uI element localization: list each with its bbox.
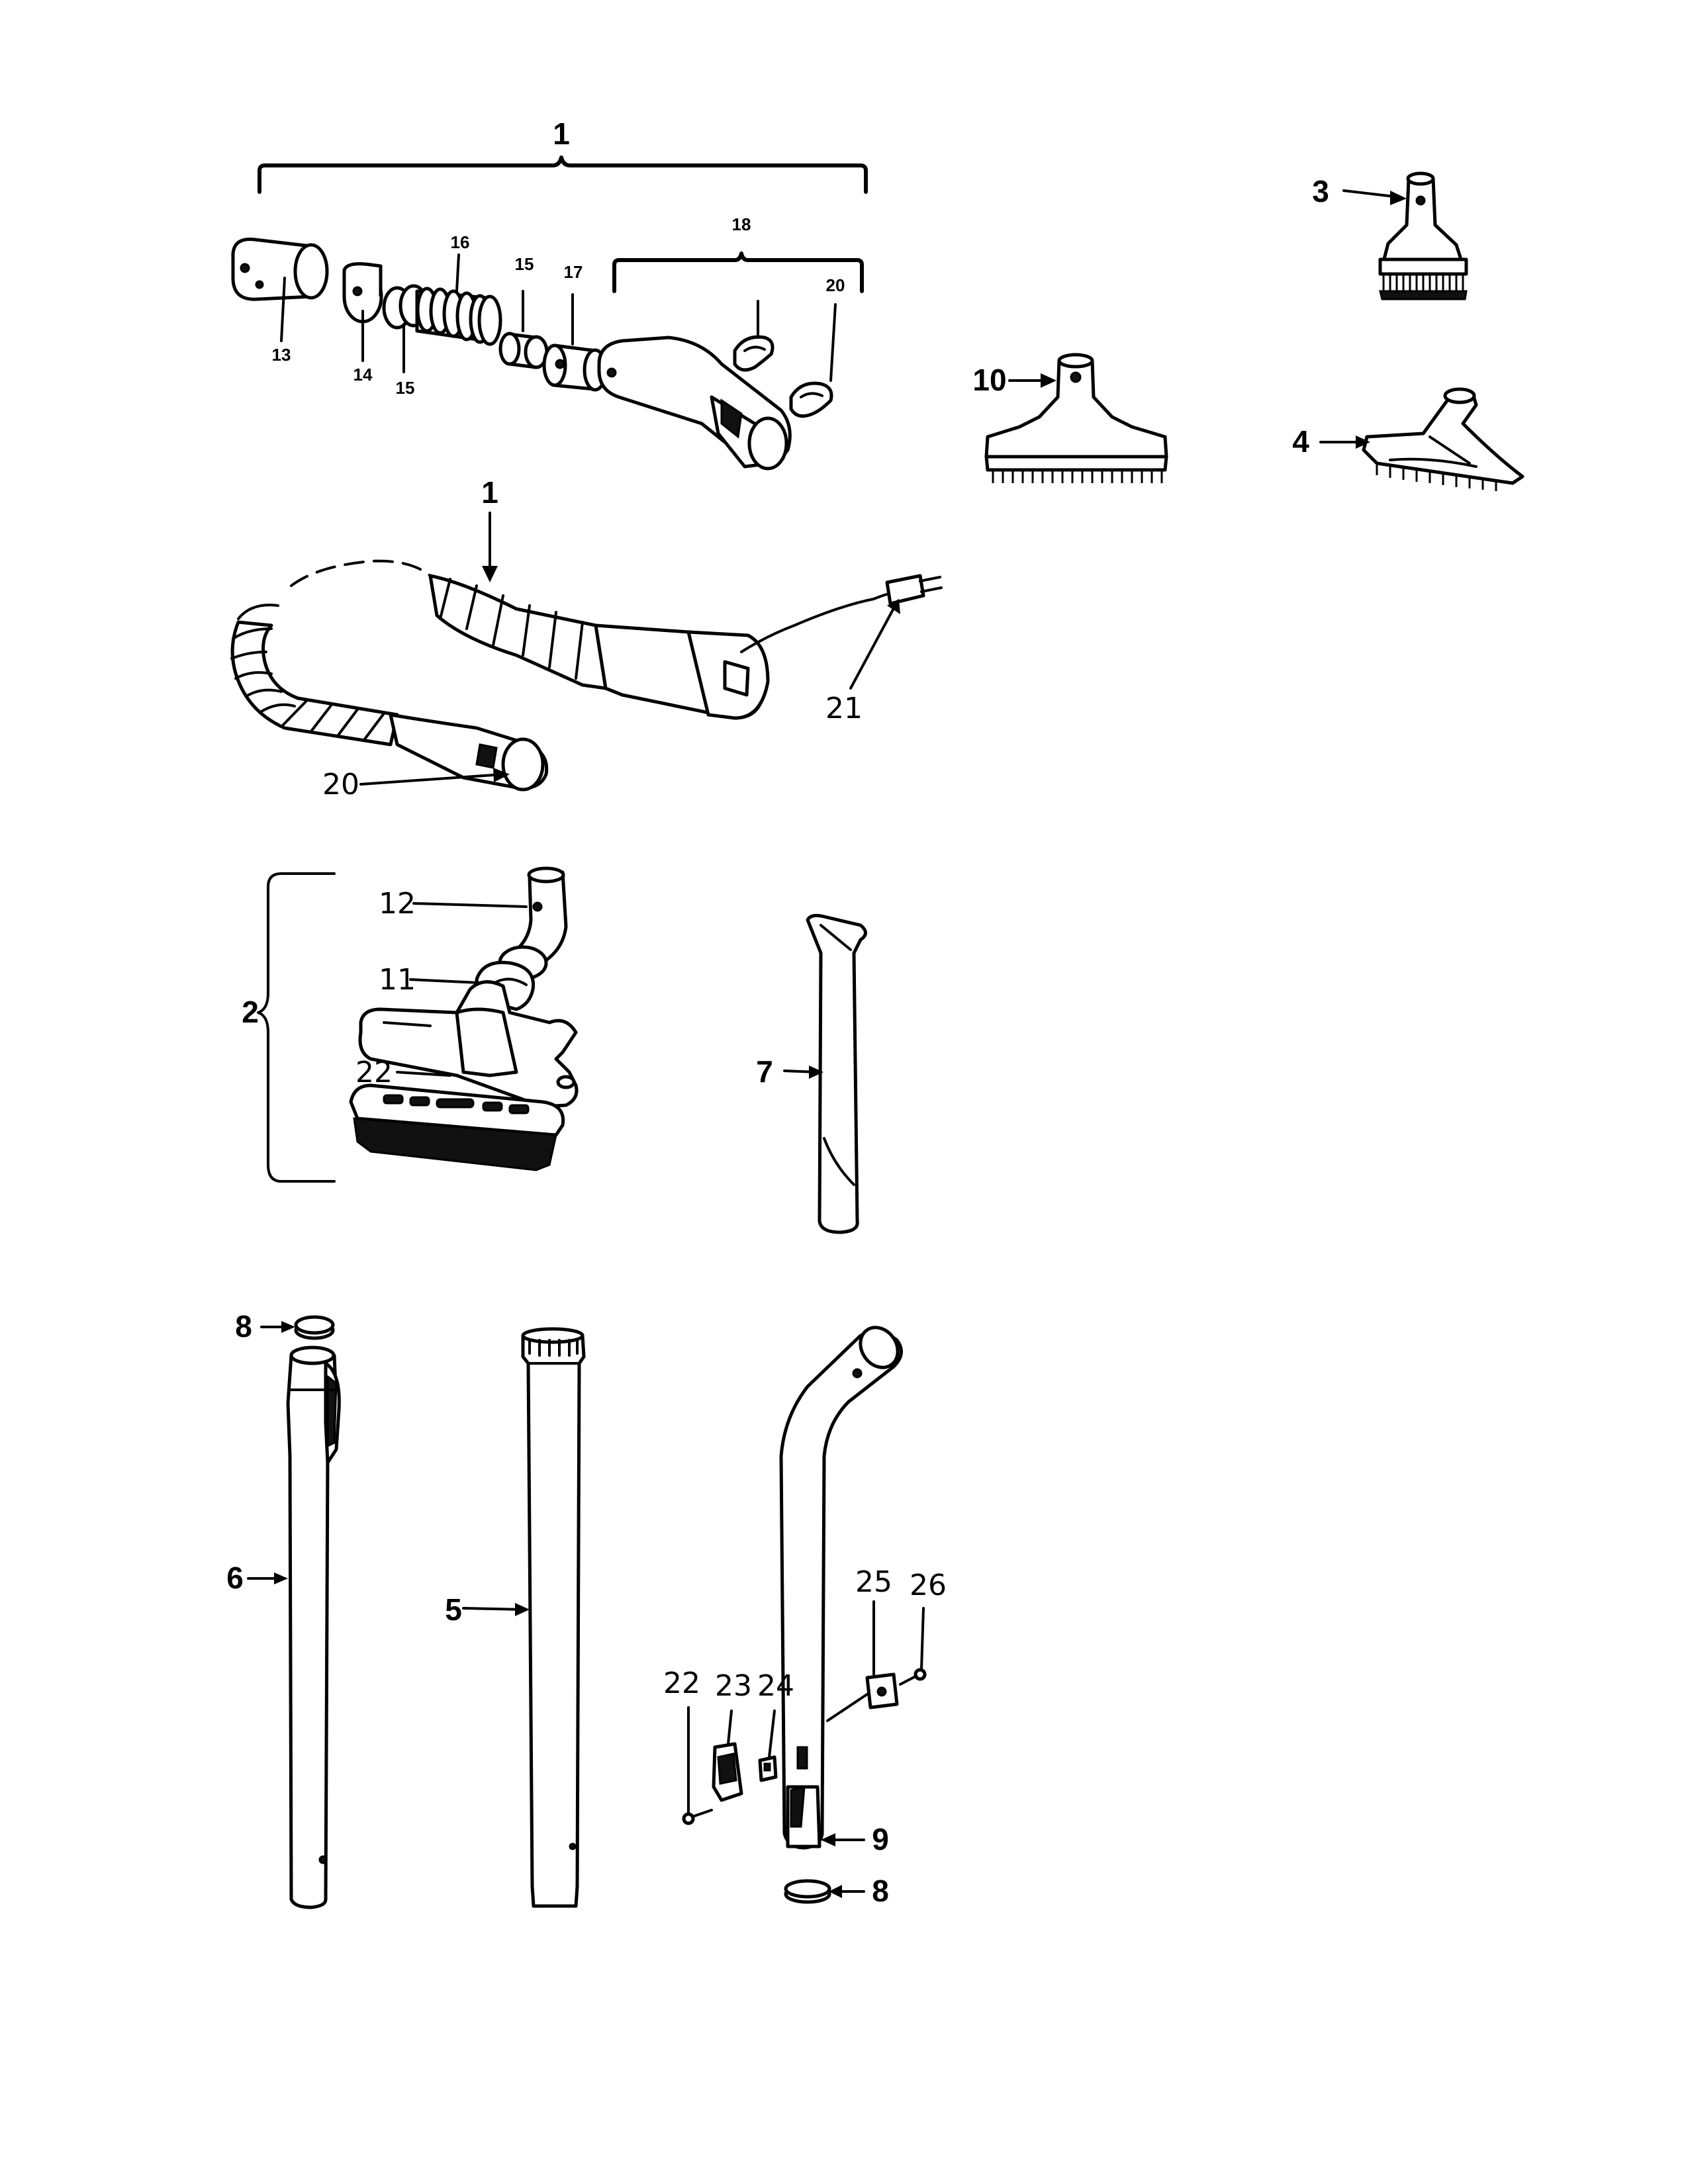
label-5: 5 (445, 1592, 462, 1627)
label-17: 17 (564, 262, 583, 282)
hose-ring-15-upper (498, 332, 549, 369)
hose-body (230, 574, 770, 792)
arrowhead-1-hose (482, 566, 498, 582)
label-9: 9 (872, 1822, 889, 1856)
arrowhead-6 (274, 1572, 288, 1584)
label-22-brush: 22 (355, 1056, 393, 1089)
cord-plug (885, 574, 943, 606)
label-7: 7 (756, 1054, 773, 1089)
label-14: 14 (353, 365, 373, 385)
curved-wand-9 (779, 1326, 903, 1850)
screw-22 (682, 1809, 713, 1825)
leader-13 (280, 277, 286, 342)
label-23: 23 (715, 1669, 752, 1703)
arrowhead-8-top (281, 1321, 295, 1333)
hose-exploded-group: 1 13 14 15 (231, 116, 868, 471)
hose-ring-15-lower (382, 284, 429, 330)
label-16: 16 (451, 232, 470, 252)
arrowhead-3 (1390, 191, 1407, 205)
label-15-lower: 15 (396, 378, 415, 398)
bracket-18 (612, 251, 864, 293)
arrowhead-21 (887, 599, 900, 614)
label-10: 10 (972, 363, 1006, 397)
label-4: 4 (1292, 424, 1309, 459)
leader-20-clip (829, 303, 837, 382)
hose-handle-18 (597, 336, 792, 471)
label-12: 12 (379, 887, 416, 921)
label-3: 3 (1312, 174, 1329, 208)
label-15-upper: 15 (515, 254, 534, 274)
upholstery-nozzle-10 (984, 353, 1168, 483)
assembly-bracket-1 (258, 156, 868, 194)
arrowhead-9 (821, 1833, 835, 1846)
crevice-tool-7 (806, 913, 867, 1234)
label-20-hose: 20 (322, 768, 359, 801)
bracket-2 (257, 872, 336, 1183)
hose-complete-group: 1 21 20 (230, 475, 943, 801)
label-20-clip: 20 (826, 275, 845, 295)
wand-straight-6 (286, 1345, 341, 1909)
handle-clip-19 (733, 335, 774, 372)
leader-22-brush (396, 1071, 451, 1077)
leader-26 (920, 1607, 925, 1670)
screw-26 (899, 1668, 927, 1686)
power-cord (740, 591, 898, 653)
wand-plain-5 (521, 1327, 586, 1908)
bracket-25 (826, 1672, 899, 1722)
arrow-21 (849, 601, 898, 690)
wand-ring-8-top (294, 1315, 335, 1340)
hose-inlet-13 (231, 238, 329, 301)
label-26: 26 (910, 1569, 947, 1602)
label-21: 21 (825, 692, 863, 725)
label-1-hose: 1 (481, 475, 498, 510)
dusting-brush-3 (1378, 171, 1468, 300)
arrow-20-hose (359, 773, 504, 786)
label-6: 6 (226, 1561, 244, 1595)
label-18: 18 (732, 214, 751, 234)
arrowhead-10 (1041, 373, 1056, 388)
label-22-screw: 22 (663, 1666, 700, 1700)
floor-brush-head (358, 980, 579, 1109)
label-8-bottom: 8 (872, 1874, 889, 1908)
latch-spring-24 (758, 1755, 778, 1782)
arrowhead-8-bottom (829, 1885, 842, 1898)
hose-flex-16 (415, 287, 502, 346)
wand-ring-8-bottom (784, 1879, 831, 1904)
label-25: 25 (855, 1565, 892, 1599)
label-11: 11 (379, 963, 416, 997)
hose-ring-14 (342, 262, 383, 324)
label-1-bracket: 1 (553, 116, 570, 151)
label-2: 2 (242, 995, 259, 1029)
arrowhead-4 (1356, 435, 1370, 449)
floor-brush-insert-22 (349, 1083, 565, 1171)
leader-24 (768, 1709, 776, 1758)
handle-clip-20 (789, 381, 833, 418)
latch-23 (712, 1742, 743, 1802)
leader-23 (727, 1709, 733, 1745)
leader-16 (455, 253, 460, 293)
label-8-top: 8 (235, 1309, 252, 1343)
arrowhead-5 (515, 1603, 530, 1616)
arrowhead-20-hose (493, 768, 510, 782)
arrow-5 (462, 1607, 524, 1611)
stair-tool-4 (1362, 387, 1524, 491)
leader-12 (412, 902, 528, 908)
hose-coupler-17 (542, 343, 608, 392)
leader-11 (409, 978, 481, 984)
arrowhead-7 (809, 1066, 823, 1079)
label-24: 24 (757, 1669, 794, 1703)
label-13: 13 (272, 345, 291, 365)
hose-dashed-segment (290, 559, 432, 587)
